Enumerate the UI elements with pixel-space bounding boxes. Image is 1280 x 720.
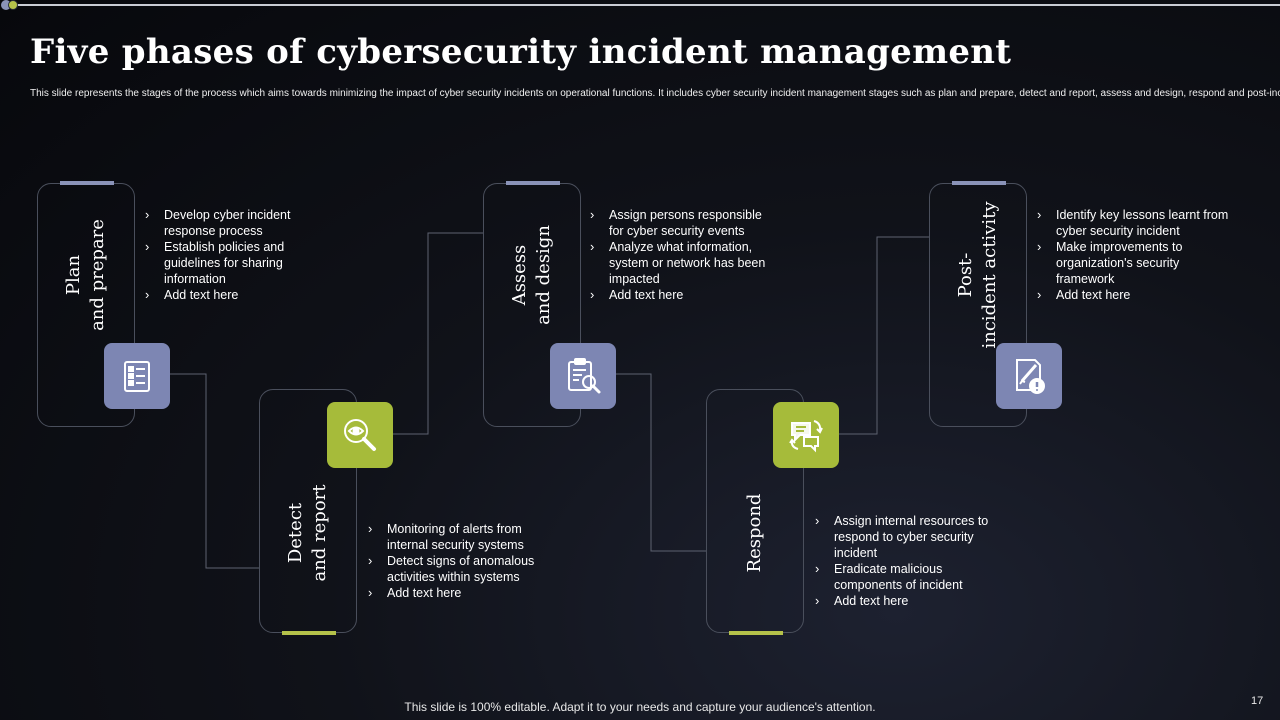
bullet-item: Analyze what information, system or netw…	[590, 239, 775, 287]
bullet-item: Monitoring of alerts from internal secur…	[368, 521, 543, 553]
slide-subtitle: This slide represents the stages of the …	[30, 88, 1280, 99]
chat-exchange-icon	[773, 402, 839, 468]
phase-bullets-assess-design: Assign persons responsible for cyber sec…	[590, 207, 775, 303]
bullet-item: Assign internal resources to respond to …	[815, 513, 1000, 561]
top-dot-green	[8, 0, 18, 10]
phase-bullets-respond: Assign internal resources to respond to …	[815, 513, 1000, 609]
bullet-item: Assign persons responsible for cyber sec…	[590, 207, 775, 239]
document-alert-icon	[996, 343, 1062, 409]
phase-bullets-post-incident: Identify key lessons learnt from cyber s…	[1037, 207, 1232, 303]
slide-title: Five phases of cybersecurity incident ma…	[30, 32, 1012, 72]
connector-3-4	[616, 373, 707, 552]
card-accent-bar	[282, 631, 336, 635]
page-number: 17	[1251, 695, 1264, 707]
phase-label: Respond	[744, 493, 765, 573]
bullet-item: Eradicate malicious components of incide…	[815, 561, 1000, 593]
bullet-item: Detect signs of anomalous activities wit…	[368, 553, 543, 585]
top-dot-blue	[1, 0, 11, 10]
phase-card-post-incident: Post- incident activity	[929, 181, 1027, 427]
bullet-item: Establish policies and guidelines for sh…	[145, 239, 315, 287]
clipboard-search-icon	[550, 343, 616, 409]
bullet-item: Make improvements to organization's secu…	[1037, 239, 1232, 287]
footer-note: This slide is 100% editable. Adapt it to…	[404, 700, 876, 714]
phase-label: Detect and report	[285, 484, 330, 582]
phase-label: Post- incident activity	[955, 201, 1000, 349]
connector-1-2	[170, 373, 260, 569]
bullet-item: Add text here	[145, 287, 315, 303]
connector-2-3	[393, 232, 483, 435]
phase-label: Assess and design	[509, 225, 554, 325]
card-accent-bar	[952, 181, 1006, 185]
bullet-item: Add text here	[368, 585, 543, 601]
phase-card-respond: Respond	[706, 389, 804, 635]
phase-card-assess-design: Assess and design	[483, 181, 581, 427]
card-accent-bar	[60, 181, 114, 185]
checklist-icon	[104, 343, 170, 409]
top-rule	[12, 4, 1280, 6]
bullet-item: Add text here	[815, 593, 1000, 609]
bullet-item: Identify key lessons learnt from cyber s…	[1037, 207, 1232, 239]
magnifier-eye-icon	[327, 402, 393, 468]
phase-bullets-plan-prepare: Develop cyber incident response process …	[145, 207, 315, 303]
bullet-item: Add text here	[590, 287, 775, 303]
phase-card-plan-prepare: Plan and prepare	[37, 181, 135, 427]
card-accent-bar	[506, 181, 560, 185]
phase-bullets-detect-report: Monitoring of alerts from internal secur…	[368, 521, 543, 601]
phase-card-detect-report: Detect and report	[259, 389, 357, 635]
bullet-item: Add text here	[1037, 287, 1232, 303]
card-accent-bar	[729, 631, 783, 635]
connector-4-5	[839, 236, 930, 435]
bullet-item: Develop cyber incident response process	[145, 207, 315, 239]
phase-label: Plan and prepare	[63, 219, 108, 331]
